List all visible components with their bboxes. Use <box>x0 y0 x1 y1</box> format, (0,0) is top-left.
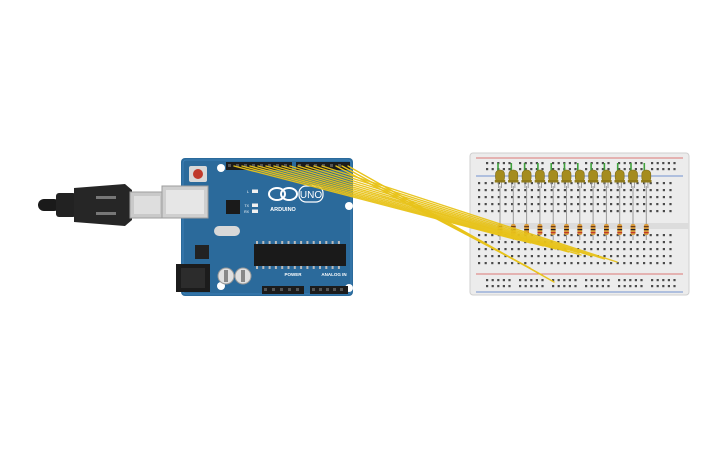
signal-wire[interactable] <box>257 165 557 250</box>
led[interactable] <box>574 169 585 188</box>
led[interactable] <box>521 169 532 188</box>
signal-wire[interactable] <box>305 165 593 257</box>
onboard-led-rx <box>252 209 258 213</box>
analog-in-label: ANALOG IN <box>321 272 346 277</box>
led[interactable] <box>534 169 546 188</box>
onboard-led-label: L <box>247 190 249 194</box>
usb-cable[interactable] <box>38 184 165 226</box>
resistor[interactable] <box>590 186 596 240</box>
resistor[interactable] <box>617 186 623 240</box>
signal-wire[interactable] <box>297 165 580 254</box>
resistor[interactable] <box>564 186 569 240</box>
led[interactable] <box>641 169 652 188</box>
signal-wire[interactable] <box>347 165 555 283</box>
onboard-led-label: TX <box>245 204 250 208</box>
led[interactable] <box>614 169 625 188</box>
arduino-logo-text: ARDUINO <box>270 207 296 213</box>
onboard-led-tx <box>252 203 258 207</box>
resistor[interactable] <box>550 186 556 240</box>
led[interactable] <box>548 169 559 188</box>
resistor[interactable] <box>577 186 583 240</box>
onboard-led-label: RX <box>244 210 250 214</box>
led[interactable] <box>601 169 612 188</box>
onboard-led-l <box>252 189 258 193</box>
led[interactable] <box>508 169 519 188</box>
signal-wires[interactable] <box>233 165 618 283</box>
resistor[interactable] <box>630 186 636 240</box>
resistor[interactable] <box>537 186 543 240</box>
leds[interactable] <box>494 169 652 188</box>
resistor[interactable] <box>604 186 609 240</box>
led[interactable] <box>627 169 639 188</box>
usb-chip <box>226 200 240 214</box>
signal-wire[interactable] <box>313 165 606 260</box>
atmega-chip <box>254 244 346 266</box>
signal-wire[interactable] <box>249 165 544 247</box>
signal-wire[interactable] <box>289 165 568 251</box>
led[interactable] <box>494 169 506 188</box>
crystal <box>214 226 240 236</box>
signal-wire[interactable] <box>281 165 555 248</box>
arduino-uno-board[interactable]: L TX RX ARDUINO UNO POWER ANALOG IN <box>161 158 353 296</box>
led[interactable] <box>587 169 599 188</box>
voltage-regulator <box>195 245 209 259</box>
signal-wire[interactable] <box>241 165 532 244</box>
resistor[interactable] <box>643 186 649 240</box>
led[interactable] <box>561 169 572 188</box>
power-label: POWER <box>284 272 302 277</box>
uno-model-text: UNO <box>300 190 322 201</box>
arduino-logo: ARDUINO <box>268 187 298 213</box>
